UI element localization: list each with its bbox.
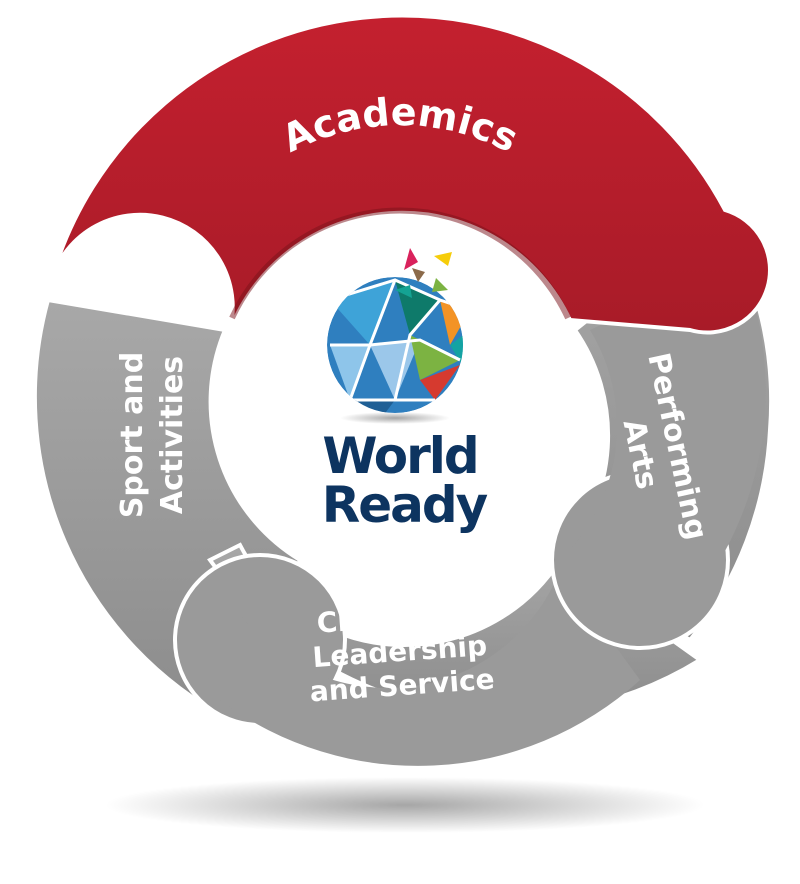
segment-academics[interactable] <box>48 13 772 335</box>
flying-triangle <box>412 268 425 282</box>
flying-triangle <box>404 248 418 270</box>
ring <box>32 13 774 766</box>
label-line: Activities <box>155 356 190 514</box>
flying-triangle <box>434 252 452 266</box>
label-line: Sport and <box>115 352 150 518</box>
logo-text-world: World <box>322 427 477 485</box>
label-character-leadership-service: Character, Leadership and Service <box>309 596 496 709</box>
logo-text-ready: Ready <box>322 476 488 534</box>
flying-triangle <box>432 278 448 292</box>
ground-shadow <box>105 777 705 833</box>
label-sport-and-activities: Sport and Activities <box>115 352 190 518</box>
flying-triangle <box>395 285 412 298</box>
world-ready-logo: World Ready <box>322 248 490 534</box>
